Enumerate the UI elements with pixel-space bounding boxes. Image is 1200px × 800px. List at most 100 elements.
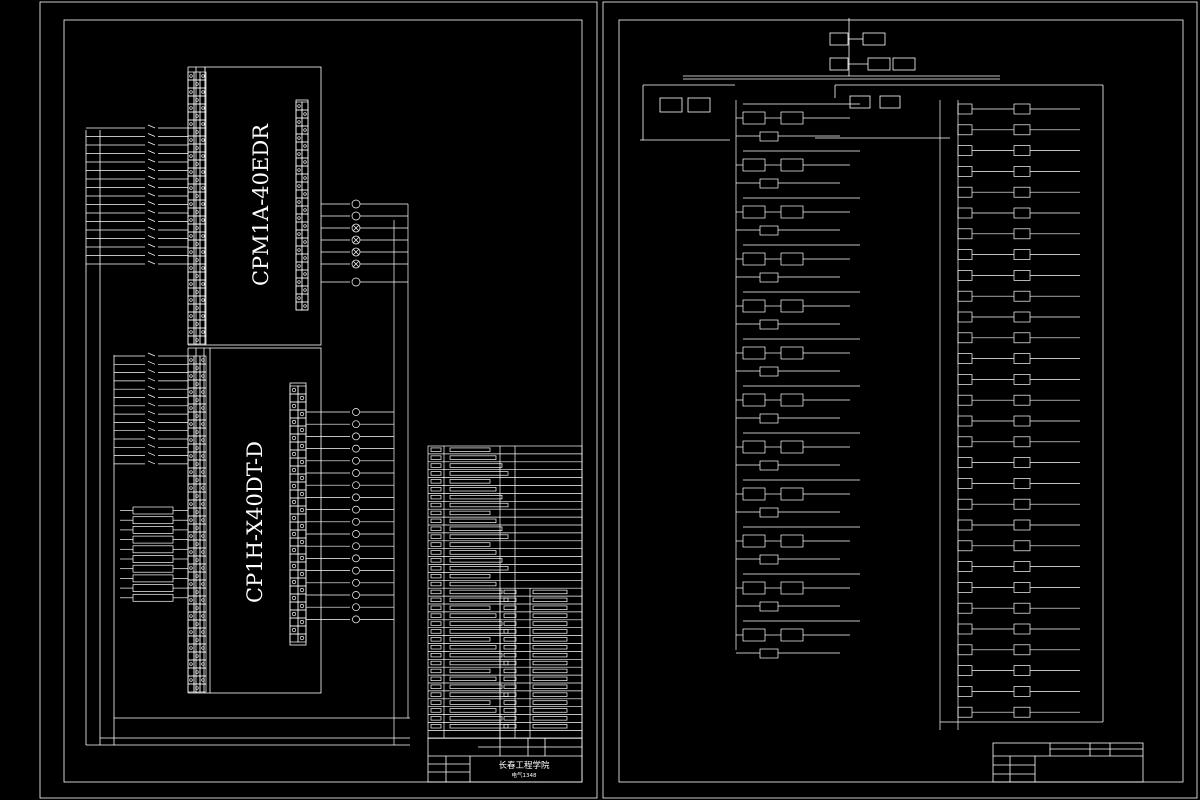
left-title-institute: 长春工程学院 (498, 760, 550, 771)
io-name-text-line (449, 652, 503, 658)
io-addr-text-line (503, 629, 517, 634)
terminal-cell (193, 451, 201, 461)
io-name-text-line (449, 447, 491, 452)
io-desc-text-line (532, 708, 568, 713)
terminal-cell (289, 417, 299, 427)
terminal-cell (301, 229, 309, 239)
terminal-screw (195, 414, 199, 418)
ladder-contact-box (759, 225, 779, 236)
terminal-cell (187, 523, 195, 533)
left-title-subtitle: 电气1348 (512, 771, 537, 779)
ladder-coil-box (780, 205, 804, 219)
terminal-cell (199, 467, 207, 477)
switch-contact (147, 235, 156, 239)
plc-top-model-label: CPM1A-40EDR (249, 123, 273, 286)
terminal-screw (189, 486, 193, 490)
terminal-screw (201, 550, 205, 554)
terminal-cell (193, 611, 201, 621)
switch-contact (147, 443, 156, 448)
io-code-text-line (430, 581, 442, 587)
terminal-screw (189, 534, 193, 538)
terminal-cell (297, 425, 307, 435)
terminal-cell (301, 277, 309, 287)
ladder-contact-box (742, 581, 766, 595)
terminal-cell (193, 651, 201, 661)
terminal-cell (187, 303, 195, 313)
lamp-cross (352, 248, 360, 256)
ladder-contact-box (957, 311, 973, 323)
left-title-block (427, 737, 583, 783)
io-name-text-line (449, 542, 491, 547)
ladder-coil-box (1013, 478, 1031, 489)
io-desc-text-line (532, 700, 568, 705)
lamp-symbol (352, 481, 360, 490)
terminal-cell (187, 443, 195, 453)
terminal-screw (303, 160, 307, 164)
terminal-screw (299, 443, 305, 449)
terminal-screw (195, 430, 199, 434)
terminal-screw (195, 382, 199, 386)
terminal-cell (193, 79, 201, 89)
ladder-coil-box (1013, 706, 1031, 718)
switch-contact (147, 394, 156, 398)
lamp-symbol (352, 493, 360, 502)
terminal-cell (193, 419, 201, 429)
lamp-symbol (351, 211, 361, 221)
terminal-cell (289, 625, 299, 635)
switch-contact (147, 184, 156, 188)
terminal-cell (289, 633, 299, 643)
terminal-cell (193, 523, 201, 533)
terminal-cell (289, 425, 299, 435)
terminal-screw (201, 614, 205, 618)
terminal-cell (295, 237, 303, 247)
terminal-cell (295, 269, 303, 279)
switch-contact (147, 352, 156, 357)
ladder-contact-box (742, 111, 766, 125)
ladder-contact-box (957, 602, 973, 614)
io-code-text-line (430, 542, 442, 547)
io-name-text-line (449, 668, 491, 674)
terminal-cell (193, 515, 201, 525)
ladder-contact-box (957, 415, 973, 427)
terminal-cell (297, 489, 307, 499)
terminal-cell (199, 459, 207, 469)
ladder-coil-box (780, 299, 804, 313)
terminal-screw (291, 467, 297, 473)
terminal-cell (199, 499, 207, 509)
terminal-cell (295, 229, 303, 239)
terminal-cell (187, 279, 195, 289)
io-addr-text-line (503, 692, 517, 697)
terminal-cell (301, 205, 309, 215)
terminal-cell (187, 627, 195, 637)
terminal-cell (187, 539, 195, 549)
terminal-screw (291, 387, 297, 393)
switch-contact (147, 141, 156, 146)
ladder-coil-box (780, 581, 804, 595)
terminal-cell (187, 191, 195, 201)
io-desc-text-line (532, 724, 568, 729)
ladder-contact-box (957, 290, 973, 302)
terminal-cell (193, 247, 201, 257)
terminal-screw (291, 499, 297, 505)
io-code-text-line (430, 518, 442, 523)
terminal-cell (301, 141, 309, 151)
terminal-screw (299, 475, 305, 481)
terminal-cell (187, 271, 195, 281)
input-wiring (86, 124, 188, 465)
io-code-text-line (430, 487, 442, 492)
ladder-coil-box (1013, 415, 1031, 427)
terminal-cell (193, 95, 201, 105)
terminal-cell (187, 667, 195, 677)
io-name-text-line (449, 494, 503, 500)
terminal-cell (193, 279, 201, 289)
io-addr-text-line (503, 605, 517, 610)
terminal-cell (289, 537, 299, 547)
io-desc-text-line (532, 676, 568, 681)
ladder-coil-box (780, 252, 804, 266)
terminal-cell (199, 563, 207, 573)
terminal-screw (297, 264, 301, 268)
io-code-text-line (430, 550, 442, 555)
ladder-contact-box (759, 413, 779, 424)
terminal-cell (187, 239, 195, 249)
switch-contact (147, 133, 156, 137)
